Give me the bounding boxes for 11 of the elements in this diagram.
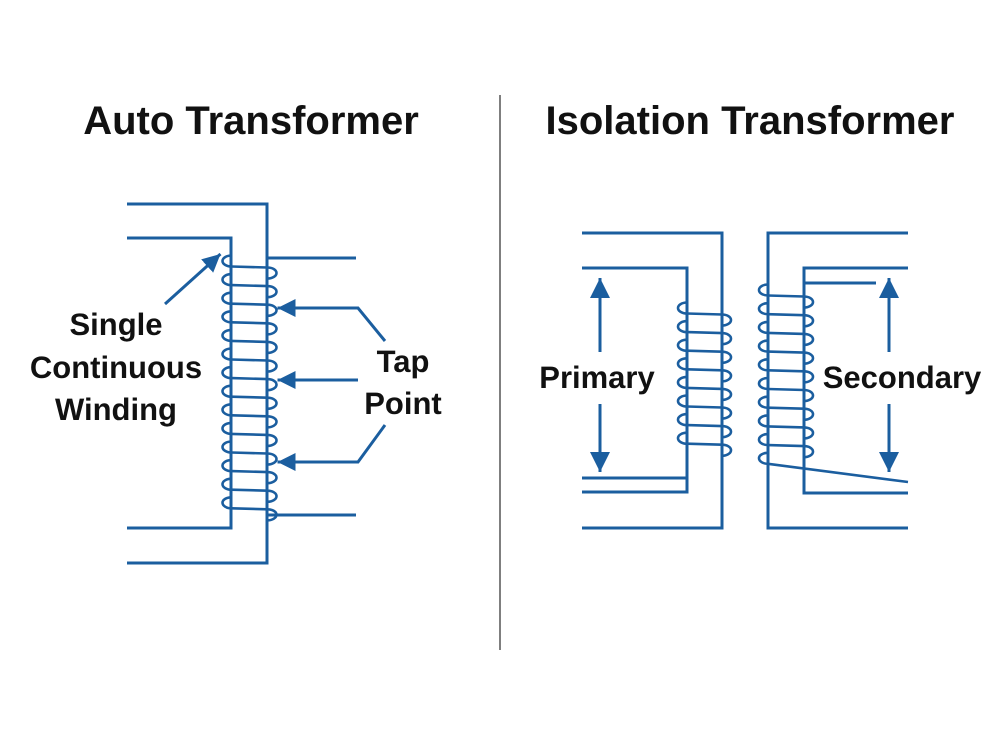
leader-arrow: [164, 252, 222, 306]
winding-coil: [220, 254, 278, 522]
callout-label: Single Continuous Winding: [26, 304, 206, 432]
heading: Isolation Transformer: [546, 98, 954, 144]
leader-arrow: [278, 299, 386, 342]
winding-label: Primary: [539, 360, 655, 396]
callout-label: Tap Point: [358, 341, 448, 425]
leader-arrow: [278, 371, 358, 389]
heading: Auto Transformer: [83, 98, 419, 144]
leader-arrow: [278, 424, 386, 471]
winding-label: Secondary: [822, 360, 982, 396]
